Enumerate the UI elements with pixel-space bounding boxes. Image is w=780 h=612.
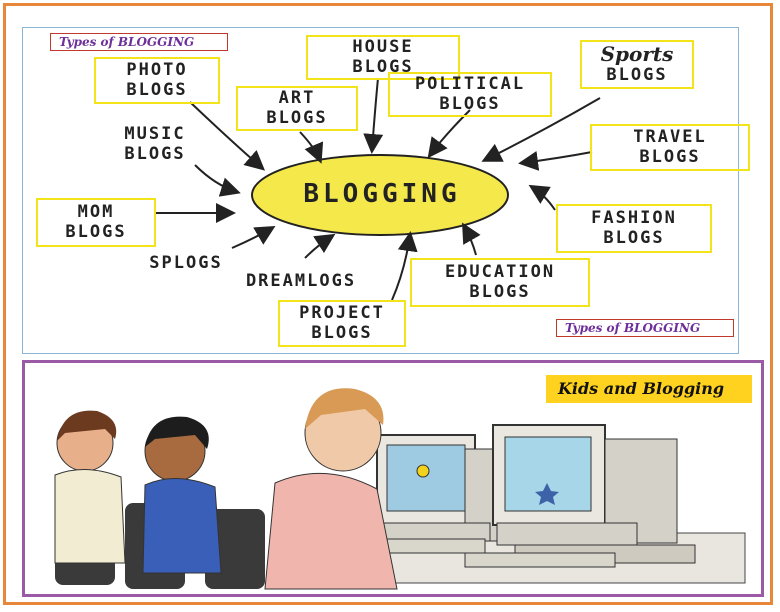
types-of-blogging-tag-top: Types of BLOGGING: [50, 33, 228, 51]
kids-and-blogging-panel: [22, 360, 764, 597]
arrow-fashion: [528, 184, 556, 211]
kid-left: [54, 410, 126, 564]
kid-middle: [142, 416, 222, 574]
blogging-ellipse: [251, 154, 509, 236]
arrow-travel: [518, 150, 593, 171]
arrow-dreamlogs: [304, 233, 336, 259]
kid-right: [264, 388, 398, 590]
arrow-house: [363, 77, 384, 154]
arrow-sports: [481, 97, 601, 162]
arrow-art: [299, 131, 324, 164]
arrow-music: [194, 164, 241, 197]
kids-and-blogging-banner: Kids and Blogging: [546, 375, 752, 403]
splogs-label: SPLOGS: [149, 253, 223, 273]
dreamlogs-label: DREAMLOGS: [245, 271, 357, 291]
kids-at-computers-illustration: [54, 388, 746, 590]
arrow-photo: [189, 101, 266, 171]
arrow-splogs: [231, 225, 276, 249]
blogging-diagram-panel: [22, 27, 739, 354]
types-of-blogging-tag-bottom: Types of BLOGGING: [556, 319, 734, 337]
arrow-political: [427, 109, 471, 159]
arrow-education: [462, 222, 481, 256]
blogging-center-label: BLOGGING: [303, 179, 461, 209]
arrow-project: [391, 231, 418, 301]
outer-frame: [3, 3, 773, 605]
computer-monitor-right: [492, 424, 696, 564]
